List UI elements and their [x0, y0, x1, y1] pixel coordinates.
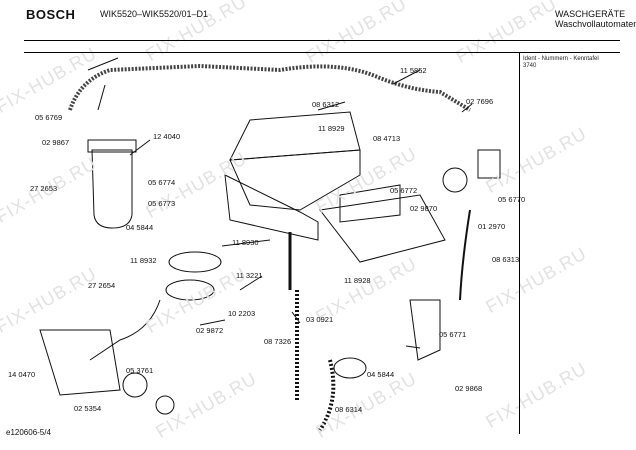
ident-label: Ident - Nummern - Kenntafel	[523, 56, 599, 62]
part-label: 05 3761	[126, 366, 154, 375]
header-rule	[24, 40, 620, 41]
part-label: 01 2970	[478, 222, 506, 231]
part-label: 05 6769	[35, 113, 63, 122]
ident-divider	[519, 52, 520, 434]
part-label: 10 2203	[228, 309, 256, 318]
part-label: 05 6774	[148, 178, 176, 187]
model-number: WIK5520–WIK5520/01–D1	[100, 9, 209, 19]
part-label: 05 6771	[439, 330, 467, 339]
part-label: 11 3221	[236, 271, 263, 280]
part-label: 05 6770	[498, 195, 526, 204]
part-label: 02 9867	[42, 138, 70, 147]
category-subtitle: Waschvollautomaten	[555, 19, 636, 29]
brand-logo: BOSCH	[26, 7, 76, 22]
part-label: 27 2653	[30, 184, 58, 193]
ident-number: 3740	[523, 63, 537, 69]
part-label: 05 6772	[390, 186, 418, 195]
part-label: 02 5354	[74, 404, 102, 413]
part-label: 04 5844	[367, 370, 395, 379]
part-label: 08 6312	[312, 100, 340, 109]
part-label: 11 8928	[344, 276, 371, 285]
document-code: e120606-5/4	[6, 428, 51, 437]
category-title: WASCHGERÄTE	[555, 9, 626, 19]
part-label: 03 0921	[306, 315, 334, 324]
part-label: 11 8932	[130, 256, 157, 265]
part-label: 08 6314	[335, 405, 363, 414]
part-label: 02 9872	[196, 326, 224, 335]
part-label: 27 2654	[88, 281, 116, 290]
part-label: 11 8929	[318, 124, 345, 133]
part-label: 02 9870	[410, 204, 438, 213]
part-label: 04 5844	[126, 223, 154, 232]
part-label: 12 4040	[153, 132, 181, 141]
part-label: 08 7326	[264, 337, 292, 346]
header-rule	[24, 52, 620, 53]
part-label: 05 6773	[148, 199, 176, 208]
part-label: 11 5852	[400, 66, 427, 75]
part-label: 11 8930	[232, 238, 259, 247]
part-label: 02 9868	[455, 384, 483, 393]
part-label: 08 6313	[492, 255, 520, 264]
document-header: BOSCH WIK5520–WIK5520/01–D1 WASCHGERÄTE …	[0, 0, 636, 42]
part-label: 08 4713	[373, 134, 401, 143]
part-label: 14 0470	[8, 370, 36, 379]
part-label: 02 7696	[466, 97, 494, 106]
